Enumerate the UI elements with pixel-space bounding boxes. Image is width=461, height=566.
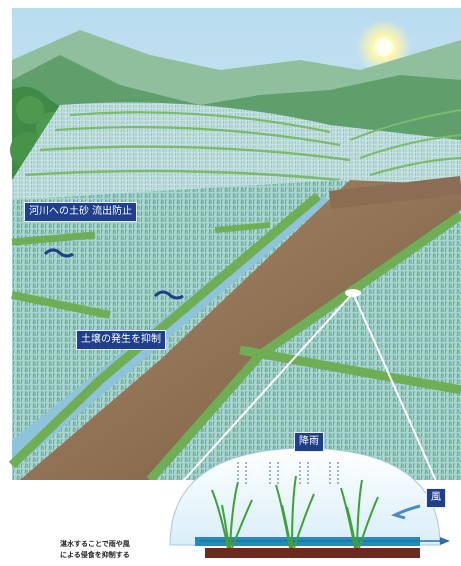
water-channel	[12, 195, 330, 470]
bund-left	[8, 192, 321, 469]
caption-line-1: 湛水することで雨や風	[60, 540, 130, 548]
wind-arrow-icon	[390, 504, 421, 520]
inset-soil	[205, 548, 420, 558]
zoom-line-left	[174, 292, 354, 491]
label-rain: 降雨	[294, 432, 324, 452]
bund-cross-2	[11, 231, 96, 246]
rice-plants	[211, 475, 379, 549]
arrow-head	[440, 537, 450, 545]
rain-drops	[237, 462, 339, 486]
label-erosion-suppression: 土壌の発生を抑制	[76, 330, 166, 350]
wave-icon	[43, 248, 74, 258]
caption-line-2: による侵食を抑制する	[60, 551, 130, 559]
bund-cross-1	[11, 291, 111, 319]
label-wind: 風	[426, 488, 446, 508]
label-sediment-prevention: 河川への土砂 流出防止	[24, 202, 138, 222]
sun-core	[375, 38, 393, 56]
farm-road	[20, 180, 461, 480]
bund-cross-4	[214, 222, 271, 233]
bund-cross-3	[239, 345, 461, 395]
zoom-line-right	[352, 292, 441, 491]
wave-icon	[153, 290, 184, 300]
road-branch	[328, 176, 461, 209]
